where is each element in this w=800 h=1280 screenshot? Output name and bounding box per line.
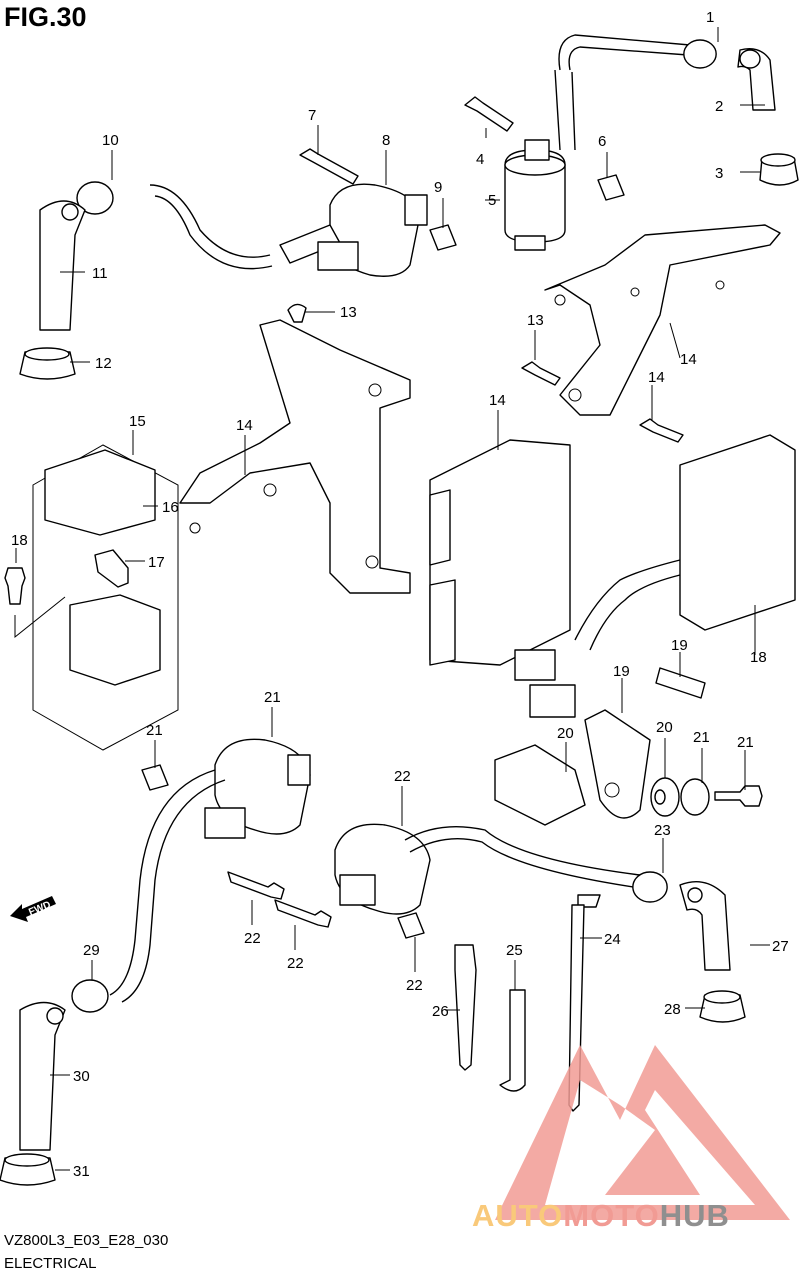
spark-plug-cap-lower-left[interactable] (0, 979, 109, 1186)
callout-13: 22 (287, 955, 304, 972)
forward-arrow-icon: FWD (10, 896, 56, 922)
figure-code: VZ800L3_E03_E28_030 (4, 1232, 169, 1249)
callout-21: 31 (73, 1163, 90, 1180)
fwd-label: FWD (27, 900, 52, 919)
bolt-13-b[interactable] (274, 899, 332, 928)
callout-22: 29 (83, 942, 100, 959)
callout-12: 21 (264, 689, 281, 706)
callout-28: 21 (693, 729, 710, 746)
callout-25: 19 (613, 663, 630, 680)
callout-2: 16 (162, 499, 179, 516)
callout-19: 30 (73, 1068, 90, 1085)
figure-name: ELECTRICAL (4, 1255, 97, 1272)
callout-6: 26 (432, 1003, 449, 1020)
ignition-coil-11[interactable] (334, 823, 641, 915)
bolt-13-a[interactable] (227, 871, 285, 900)
callout-19: 11 (92, 265, 108, 282)
callout-8: 8 (382, 132, 390, 149)
watermark-logo (495, 1045, 790, 1220)
callout-labels: 1 2 3 4 5 6 7 8 9 10 11 12 13 13 14 14 1… (11, 9, 789, 1180)
figure-title: FIG.30 (4, 2, 87, 32)
callout-26: 14 (236, 417, 253, 434)
collar-28[interactable] (680, 778, 710, 816)
callout-9: 5 (488, 192, 496, 209)
collar-14-upper-mid[interactable] (429, 224, 457, 251)
callout-1: 15 (129, 413, 146, 430)
watermark-hub: HUB (659, 1198, 730, 1233)
watermark-auto: AUTO (472, 1198, 564, 1233)
callout-29: 20 (656, 719, 673, 736)
callout-3: 17 (148, 554, 165, 571)
callout-14: 6 (598, 133, 606, 150)
callout-18: 4 (476, 151, 484, 168)
callout-24: 20 (557, 725, 574, 742)
bracket-25[interactable] (584, 709, 651, 819)
starter-relay-assembly-1[interactable] (32, 444, 179, 751)
collar-14-lower-mid[interactable] (397, 912, 425, 939)
ignition-coil-12[interactable] (109, 738, 311, 1003)
collar-14-lower-left[interactable] (141, 764, 169, 791)
callout-11: 22 (394, 768, 411, 785)
callout-23: 14 (489, 392, 506, 409)
bolt-7[interactable] (639, 418, 684, 443)
callout-16: 24 (604, 931, 621, 948)
relay-24[interactable] (494, 744, 586, 826)
bolt-18-upper-right[interactable] (464, 96, 514, 132)
clamp-6[interactable] (454, 944, 477, 1071)
callout-27: 13 (340, 304, 357, 321)
callout-17: 13 (527, 312, 544, 329)
watermark-moto: MOTO (563, 1198, 660, 1233)
grommet-29[interactable] (650, 777, 680, 817)
callout-7: 14 (648, 369, 665, 386)
screw-27[interactable] (287, 303, 307, 323)
callout-14: 9 (434, 179, 442, 196)
callout-13: 22 (244, 930, 261, 947)
callout-10: 14 (680, 351, 697, 368)
spark-plug-cap-lower-right[interactable] (632, 871, 746, 1023)
callout-22: 10 (102, 132, 119, 149)
ignition-coil-9[interactable] (504, 69, 576, 251)
bolt-31[interactable] (714, 785, 763, 807)
callout-21: 12 (95, 355, 112, 372)
ignition-coil-8[interactable] (149, 183, 428, 277)
callout-20: 2 (715, 98, 723, 115)
bracket-10[interactable] (544, 224, 781, 416)
watermark-text: AUTOMOTOHUB (472, 1198, 730, 1234)
collar-30[interactable] (655, 667, 706, 699)
callout-4: 18 (11, 532, 28, 549)
callout-21: 3 (715, 165, 723, 182)
ecm-23[interactable] (429, 439, 571, 666)
callout-14: 22 (406, 977, 423, 994)
bolt-18-upper-left[interactable] (299, 148, 359, 185)
callout-5: 18 (750, 649, 767, 666)
callout-22: 1 (706, 9, 714, 26)
clamp-15[interactable] (499, 989, 526, 1092)
callout-21: 28 (664, 1001, 681, 1018)
callout-15: 25 (506, 942, 523, 959)
spark-plug-cap-upper-left[interactable] (19, 181, 114, 380)
callout-20: 27 (772, 938, 789, 955)
callout-30: 19 (671, 637, 688, 654)
leader-lines (15, 27, 770, 1171)
regulator-rectifier-5[interactable] (514, 434, 796, 718)
collar-14-upper-right[interactable] (597, 174, 625, 201)
callout-18: 7 (308, 107, 316, 124)
bolt-17[interactable] (521, 361, 561, 386)
bolt-4[interactable] (4, 567, 66, 639)
callout-31: 21 (737, 734, 754, 751)
callout-22: 23 (654, 822, 671, 839)
spark-plug-cap-top-right[interactable] (558, 34, 799, 186)
bracket-26[interactable] (179, 319, 411, 594)
callout-14: 21 (146, 722, 163, 739)
